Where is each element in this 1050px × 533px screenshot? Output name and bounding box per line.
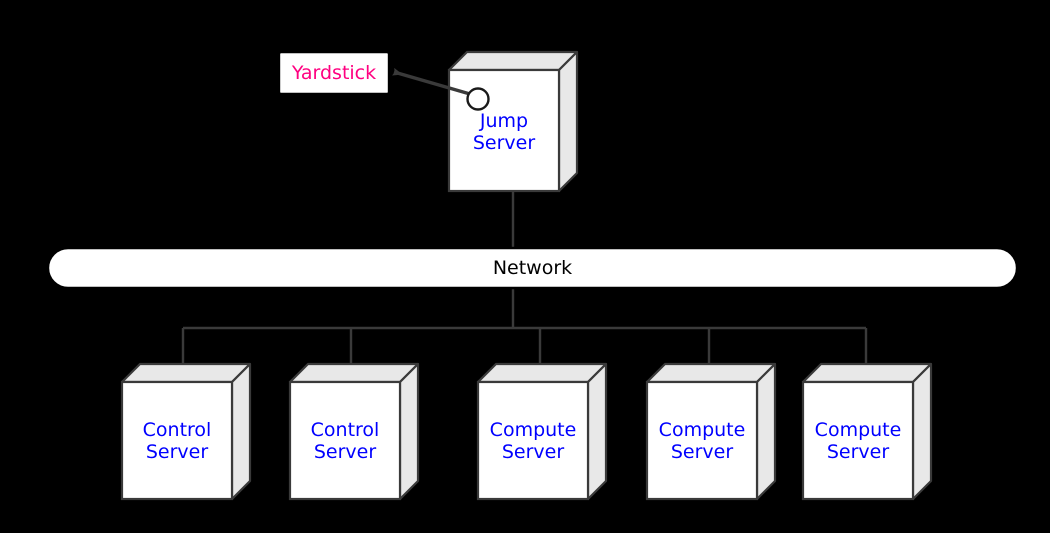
server-top-face bbox=[120, 362, 252, 384]
yardstick-label: Yardstick bbox=[291, 62, 377, 84]
server-top-face bbox=[288, 362, 420, 384]
server-front-face bbox=[476, 380, 590, 501]
control-server-label-1: Control Server bbox=[142, 419, 212, 464]
compute-server-label-1: Compute Server bbox=[489, 419, 577, 464]
jump-server-interface-icon[interactable] bbox=[466, 87, 490, 111]
control-server-node-1[interactable] bbox=[120, 362, 252, 501]
server-front-face bbox=[120, 380, 234, 501]
jump-server-top-face bbox=[447, 50, 579, 72]
network-node[interactable] bbox=[46, 246, 1019, 290]
compute-server-node-1[interactable] bbox=[476, 362, 608, 501]
server-top-face bbox=[801, 362, 933, 384]
server-side-face bbox=[230, 362, 252, 501]
jump-server-front-face bbox=[447, 68, 561, 193]
server-side-face bbox=[398, 362, 420, 501]
compute-server-node-3[interactable] bbox=[801, 362, 933, 501]
server-side-face bbox=[911, 362, 933, 501]
compute-server-label-3: Compute Server bbox=[814, 419, 902, 464]
server-front-face bbox=[288, 380, 402, 501]
compute-server-node-2[interactable] bbox=[645, 362, 777, 501]
jump-server-label: Jump Server bbox=[472, 110, 536, 155]
server-front-face bbox=[645, 380, 759, 501]
network-label: Network bbox=[492, 257, 573, 279]
server-top-face bbox=[476, 362, 608, 384]
compute-server-label-2: Compute Server bbox=[658, 419, 746, 464]
server-side-face bbox=[755, 362, 777, 501]
control-server-node-2[interactable] bbox=[288, 362, 420, 501]
jump-server-node[interactable] bbox=[447, 50, 579, 193]
server-front-face bbox=[801, 380, 915, 501]
connector-yardstick-arrow bbox=[391, 67, 471, 96]
server-top-face bbox=[645, 362, 777, 384]
server-side-face bbox=[586, 362, 608, 501]
jump-server-side-face bbox=[557, 50, 579, 193]
yardstick-node[interactable] bbox=[277, 50, 391, 96]
control-server-label-2: Control Server bbox=[310, 419, 380, 464]
